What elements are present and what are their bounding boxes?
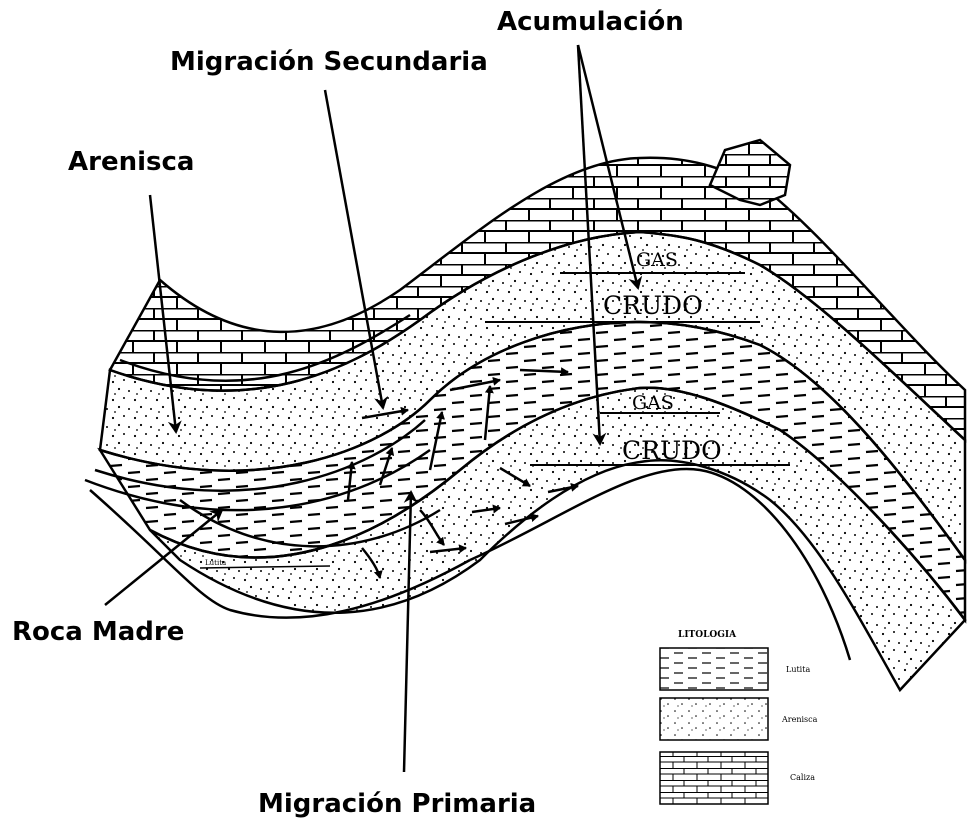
legend-label-lutita: Lutita (786, 665, 810, 674)
legend-swatch-caliza (660, 752, 768, 804)
legend-swatch-lutita (660, 648, 768, 690)
legend-swatch-arenisca (660, 698, 768, 740)
gas-label-upper: GAS (636, 249, 678, 271)
migracion-secundaria-label: Migración Secundaria (170, 47, 488, 77)
migracion-primaria-label: Migración Primaria (258, 789, 536, 819)
arenisca-label: Arenisca (68, 147, 194, 177)
legend-title: LITOLOGIA (678, 630, 737, 640)
gas-label-lower: GAS (632, 392, 674, 414)
legend-label-arenisca: Arenisca (781, 715, 818, 724)
lithology-legend: LITOLOGIA Lutita Arenisca Caliza (660, 630, 818, 804)
tiny-layer-label: Lutita (205, 559, 226, 567)
roca-madre-label: Roca Madre (12, 617, 184, 647)
legend-label-caliza: Caliza (790, 773, 815, 782)
crudo-label-lower: CRUDO (622, 436, 722, 465)
acumulacion-label: Acumulación (497, 7, 684, 37)
crudo-label-upper: CRUDO (603, 291, 703, 320)
